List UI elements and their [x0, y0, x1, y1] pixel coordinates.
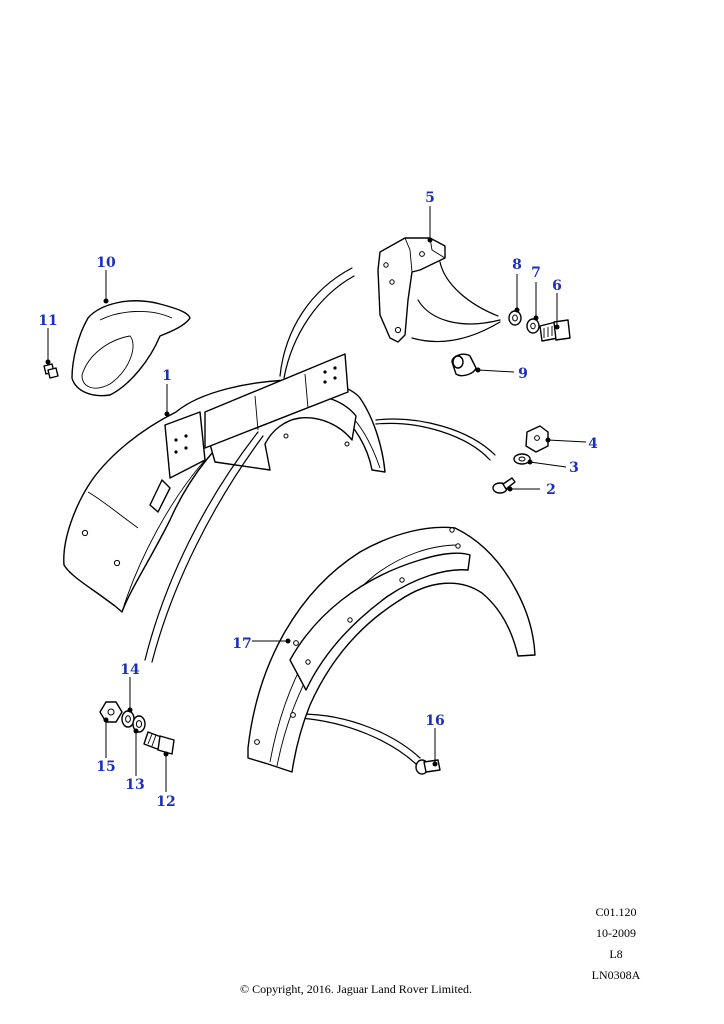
part-14-washer[interactable]	[121, 710, 135, 728]
part-15-nut[interactable]	[99, 701, 123, 723]
callout-7[interactable]: 7	[531, 265, 541, 281]
callout-labels: 1 2 3 4 5 6 7 8 9 10 11 12 13 14 15 16 1…	[38, 190, 598, 810]
part-5-bracket[interactable]	[377, 237, 501, 343]
callout-9[interactable]: 9	[518, 366, 528, 382]
callout-13[interactable]: 13	[125, 777, 144, 793]
callout-15[interactable]: 15	[96, 759, 115, 775]
part-4-clip-nut[interactable]	[525, 425, 549, 453]
diagram-reference-info: C01.120 10-2009 L8 LN0308A	[580, 902, 652, 986]
part-13-washer[interactable]	[132, 715, 146, 733]
part-8-washer[interactable]	[508, 310, 522, 326]
part-7-washer[interactable]	[526, 318, 540, 334]
part-16-rivet[interactable]	[415, 759, 441, 775]
model-code: L8	[609, 947, 623, 961]
part-6-bolt[interactable]	[539, 319, 571, 342]
callout-16[interactable]: 16	[425, 713, 444, 729]
callout-12[interactable]: 12	[156, 794, 175, 810]
callout-3[interactable]: 3	[569, 460, 579, 476]
callout-1[interactable]: 1	[162, 368, 172, 384]
callout-4[interactable]: 4	[588, 436, 598, 452]
illustration-number: LN0308A	[591, 968, 641, 982]
part-10-cover[interactable]	[71, 300, 191, 397]
callout-2[interactable]: 2	[546, 482, 556, 498]
diagram-date: 10-2009	[596, 926, 636, 940]
callout-10[interactable]: 10	[96, 255, 116, 271]
callout-8[interactable]: 8	[512, 257, 522, 273]
leader-lines	[45, 206, 587, 792]
part-9-plug[interactable]	[451, 353, 477, 377]
callout-17[interactable]: 17	[232, 636, 251, 652]
part-2-screw[interactable]	[492, 477, 516, 494]
part-11-screw[interactable]	[43, 363, 59, 379]
callout-11[interactable]: 11	[38, 313, 57, 329]
callout-14[interactable]: 14	[120, 662, 140, 678]
part-17-wheel-arch-extension[interactable]	[247, 526, 536, 773]
callout-5[interactable]: 5	[425, 190, 435, 206]
diagram-code: C01.120	[595, 905, 637, 919]
part-12-bolt[interactable]	[143, 731, 175, 755]
part-3-washer[interactable]	[513, 453, 531, 465]
copyright-notice: © Copyright, 2016. Jaguar Land Rover Lim…	[239, 982, 473, 996]
callout-6[interactable]: 6	[552, 278, 562, 294]
